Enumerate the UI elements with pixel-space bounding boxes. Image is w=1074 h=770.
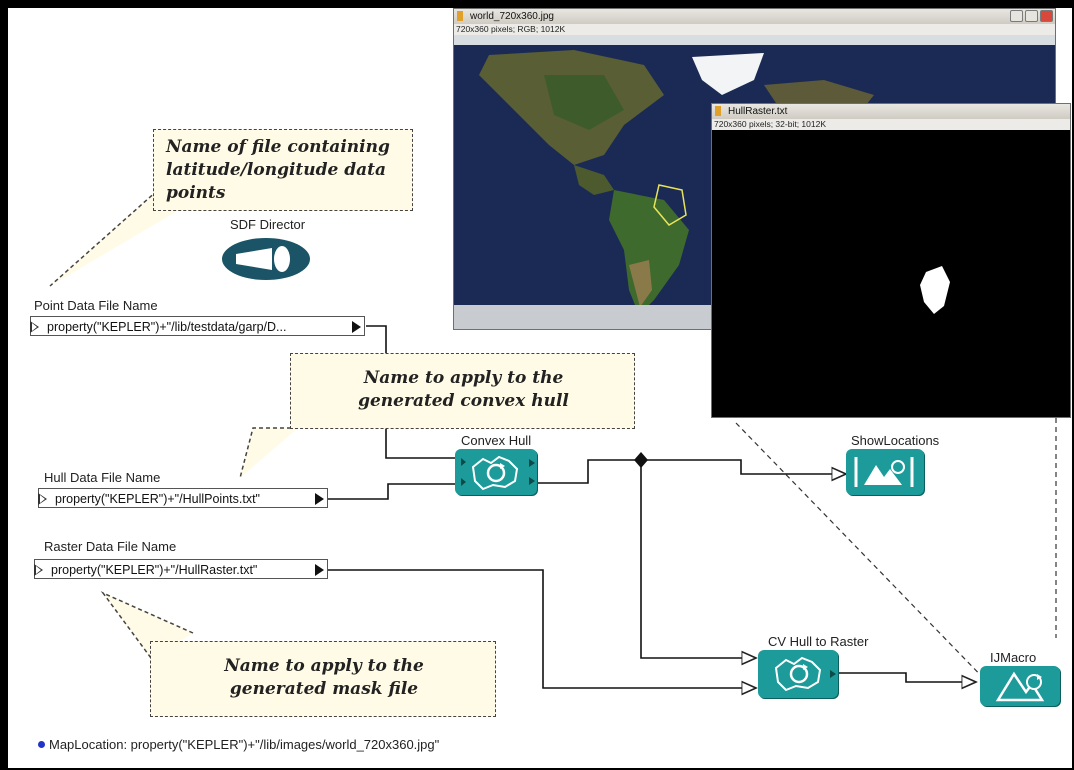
cv-hull-to-raster-label: CV Hull to Raster	[768, 634, 869, 649]
hull-raster-info: 720x360 pixels; 32-bit; 1012K	[712, 119, 1070, 130]
map-location-attribute: MapLocation: property("KEPLER")+"/lib/im…	[38, 737, 439, 752]
callout-hull-line-1: Name to apply to the	[363, 368, 564, 388]
hull-data-label: Hull Data File Name	[44, 470, 161, 485]
output-port-icon	[315, 564, 324, 576]
world-window-info: 720x360 pixels; RGB; 1012K	[454, 24, 1055, 35]
callout-file-line-2: latitude/longitude data	[166, 160, 387, 180]
australia-refresh-icon	[461, 455, 535, 491]
input-port-icon	[30, 321, 39, 333]
callout-tail-hull	[239, 427, 298, 479]
world-window-titlebar[interactable]: world_720x360.jpg	[454, 9, 1055, 24]
raster-data-value: property("KEPLER")+"/HullRaster.txt"	[51, 563, 258, 577]
minimize-button[interactable]	[1010, 10, 1023, 22]
input-port-icon	[38, 493, 47, 505]
output-port-icon	[315, 493, 324, 505]
callout-mask-line-1: Name to apply to the	[224, 656, 424, 676]
wire-hullfile-to-hull	[328, 483, 456, 500]
raster-data-label: Raster Data File Name	[44, 539, 177, 554]
window-link-1	[735, 422, 994, 689]
convex-hull-actor[interactable]	[455, 449, 537, 495]
mountain-refresh-icon	[995, 671, 1045, 702]
callout-file-line-3: points	[166, 183, 226, 203]
world-window-title: world_720x360.jpg	[470, 11, 554, 22]
point-data-label: Point Data File Name	[34, 298, 158, 313]
raster-data-field[interactable]: property("KEPLER")+"/HullRaster.txt"	[34, 559, 328, 579]
sdf-director-icon[interactable]	[220, 236, 312, 282]
image-file-icon	[457, 11, 463, 21]
hull-raster-title: HullRaster.txt	[728, 106, 788, 117]
image-file-icon	[715, 106, 721, 116]
input-port-icon	[34, 564, 43, 576]
workflow-canvas: Name of file containing latitude/longitu…	[8, 8, 1072, 768]
hull-raster-image	[712, 130, 1070, 417]
maximize-button[interactable]	[1025, 10, 1038, 22]
image-view-icon	[854, 457, 914, 487]
director-label: SDF Director	[230, 217, 306, 232]
hull-raster-window[interactable]: HullRaster.txt 720x360 pixels; 32-bit; 1…	[711, 103, 1071, 418]
callout-file-name: Name of file containing latitude/longitu…	[153, 129, 413, 211]
wire-relation-to-cv	[640, 460, 756, 658]
cv-hull-to-raster-actor[interactable]	[758, 650, 838, 698]
point-data-field[interactable]: property("KEPLER")+"/lib/testdata/garp/D…	[30, 316, 365, 336]
close-button[interactable]	[1040, 10, 1053, 22]
callout-mask-line-2: generated mask file	[229, 679, 419, 699]
wire-relation-to-show	[641, 459, 846, 474]
wire-cv-to-ijmacro	[839, 672, 976, 682]
wire-raster-to-cv	[328, 569, 756, 688]
wire-hull-to-relation	[538, 459, 641, 484]
point-data-value: property("KEPLER")+"/lib/testdata/garp/D…	[47, 320, 287, 334]
callout-file-line-1: Name of file containing	[166, 137, 390, 157]
output-port-icon	[352, 321, 361, 333]
callout-hull-line-2: generated convex hull	[358, 391, 569, 411]
hull-data-value: property("KEPLER")+"/HullPoints.txt"	[55, 492, 260, 506]
callout-mask-name: Name to apply to the generated mask file	[150, 641, 496, 717]
hull-raster-titlebar[interactable]: HullRaster.txt	[712, 104, 1070, 119]
relation-diamond	[634, 452, 648, 468]
attribute-bullet-icon	[38, 741, 45, 748]
callout-tail-file	[49, 189, 213, 287]
ijmacro-label: IJMacro	[990, 650, 1037, 665]
show-locations-actor[interactable]	[846, 449, 924, 495]
australia-refresh-icon	[774, 656, 836, 692]
convex-hull-label: Convex Hull	[461, 433, 532, 448]
callout-hull-name: Name to apply to the generated convex hu…	[290, 353, 635, 429]
ijmacro-actor[interactable]	[980, 666, 1060, 706]
hull-data-field[interactable]: property("KEPLER")+"/HullPoints.txt"	[38, 488, 328, 508]
show-locations-label: ShowLocations	[851, 433, 940, 448]
map-location-text: MapLocation: property("KEPLER")+"/lib/im…	[49, 737, 440, 752]
